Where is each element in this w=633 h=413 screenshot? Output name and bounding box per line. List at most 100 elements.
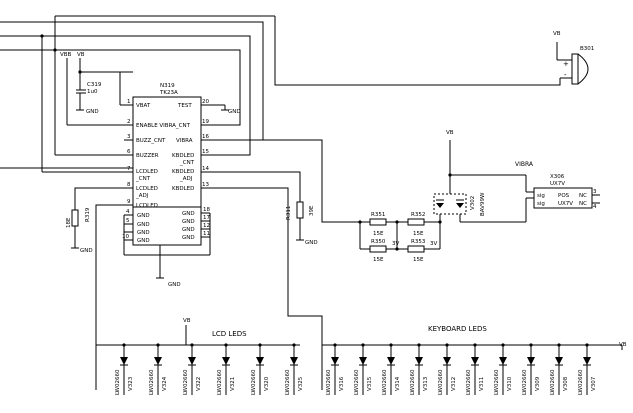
lcd-led-v323[interactable]: V323 LW02660 [115, 343, 134, 395]
connector-sig-2: sig [537, 201, 545, 207]
ic-gnd-pin-18: 18 [203, 207, 210, 213]
diode-vb-label: VB [446, 130, 454, 136]
buzzer-plus: + [563, 60, 569, 68]
lcd-led-ref-0: V323 [128, 376, 134, 391]
ic-pin-num-15: 15 [202, 149, 209, 155]
connector-pin-4: 4 [593, 204, 597, 210]
r311-value: 39E [309, 205, 315, 216]
ic-gnd-r1: GND [182, 211, 195, 217]
lcd-led-ref-2: V322 [196, 377, 202, 391]
ic-pin-name-kbdled3: KBDLED [172, 186, 194, 192]
ic-pin-name-buzzer: BUZZER [136, 153, 159, 159]
kbd-led-ref-1: V315 [367, 376, 373, 391]
ic-left-pins [124, 104, 133, 206]
ic-gnd-pin-17: 17 [203, 215, 210, 221]
net-label-1: 3V [392, 241, 399, 247]
ic-main-gnd: GND [168, 282, 181, 288]
r319-resistor[interactable] [71, 187, 124, 249]
connector-sig-1: sig [537, 193, 545, 199]
lcd-led-part-2: LW02660 [183, 369, 189, 395]
lcd-led-v322[interactable]: V322 LW02660 [183, 343, 202, 395]
kbd-led-ref-2: V314 [395, 376, 401, 391]
kbd-led-part-7: LW02660 [522, 369, 528, 395]
ic-pin-name-kbdled1: KBDLED [172, 153, 194, 159]
ic-pin-name-lcdled1: LCDLED [136, 169, 158, 175]
kbd-led-ref-0: V316 [339, 376, 345, 391]
lcd-led-part-0: LW02660 [115, 369, 121, 395]
ic-pin-num-19: 19 [202, 119, 209, 125]
ic-gnd-pin-5: 5 [126, 218, 130, 224]
ic-pin-name-vbat: VBAT [136, 103, 151, 109]
supply-and-cap [66, 58, 133, 126]
ic-pin-name-vibra: VIBRA [176, 138, 193, 144]
r311-gnd: GND [305, 240, 318, 246]
buzzer-ref: B301 [580, 46, 594, 52]
ic-gnd-pin-12: 12 [203, 223, 210, 229]
connector-ref: X306 [550, 174, 565, 180]
r353-value: 15E [413, 257, 424, 263]
resistor-network[interactable] [358, 218, 442, 253]
lcd-led-ref-5: V325 [298, 376, 304, 391]
ic-pin-name-cnt1: _CNT [135, 176, 151, 182]
r350-value: 15E [373, 257, 384, 263]
ic-gnd-r4: GND [182, 235, 195, 241]
buzzer-b301[interactable] [556, 42, 589, 85]
kbd-led-v316[interactable]: V316 LW02660 [326, 343, 345, 395]
lcd-led-part-4: LW02660 [251, 369, 257, 395]
kbd-led-part-0: LW02660 [326, 369, 332, 395]
ic-pin-num-2: 2 [127, 119, 131, 125]
kbd-led-part-6: LW02660 [494, 369, 500, 395]
connector-pos: POS [558, 193, 570, 199]
kbd-vb-label: VB [619, 342, 627, 348]
connector-pin-3: 3 [593, 189, 597, 195]
connector-part: UX7V [550, 181, 565, 187]
r352-value: 15E [413, 231, 424, 237]
r319-ref: 18E [66, 217, 72, 228]
net-label-2: 3V [430, 241, 437, 247]
ic-pin-name-enable: ENABLE VIBRA_CNT [136, 123, 191, 129]
ic-pin-num-14: 14 [202, 166, 209, 172]
vbb-label: VBB [60, 52, 72, 58]
vibra-wire [210, 139, 360, 223]
diode-v302[interactable] [433, 140, 534, 223]
ic-gnd-pin-4: 4 [126, 209, 130, 215]
ic-pin-num-20: 20 [202, 99, 209, 105]
r311-resistor[interactable] [210, 171, 304, 241]
r352-ref: R352 [411, 212, 425, 218]
vibra-label: VIBRA [515, 161, 534, 168]
kbd-leds-title: KEYBOARD LEDS [428, 325, 487, 333]
ic-pin-num-1: 1 [127, 99, 131, 105]
ic-pin-num-13: 13 [202, 182, 209, 188]
ic-pin-name-cnt2: _CNT [179, 160, 195, 166]
lcd-led-part-1: LW02660 [149, 369, 155, 395]
lcd-led-part-3: LW02660 [217, 369, 223, 395]
connector-ux7v: UX7V [558, 201, 573, 207]
diode-part: BAV99W [480, 192, 486, 216]
ic-right-pins [201, 104, 229, 189]
ic-pin-num-16: 16 [202, 134, 209, 140]
connector-nc-2: NC [579, 201, 587, 207]
kbd-led-ref-9: V307 [591, 376, 597, 391]
ic-gnd-l4: GND [137, 238, 150, 244]
r311-ref: R311 [286, 206, 292, 220]
ic-gnd-pin-11: 11 [203, 231, 210, 237]
ic-gnd-l3: GND [137, 230, 150, 236]
connector-x306[interactable] [533, 187, 600, 209]
kbd-led-ref-4: V312 [451, 377, 457, 391]
ic-gnd-l1: GND [137, 213, 150, 219]
